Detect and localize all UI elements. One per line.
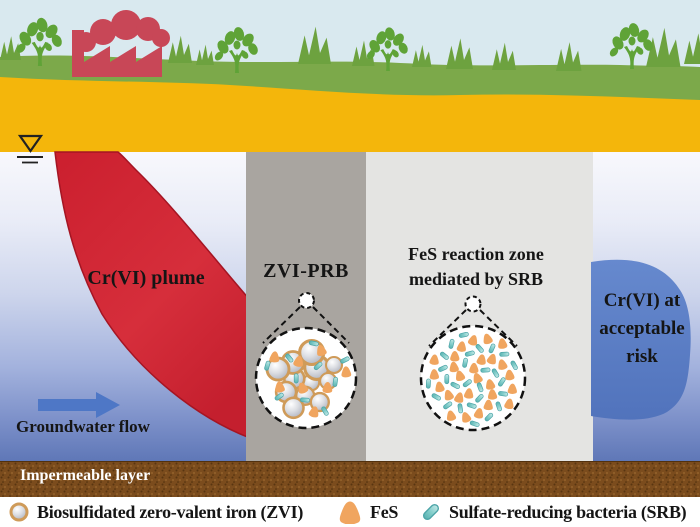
srb-bacteria-icon bbox=[421, 502, 441, 522]
srb-bacteria-icon bbox=[299, 397, 311, 403]
srb-bacteria-icon bbox=[497, 390, 509, 397]
legend-item-fes: FeS bbox=[337, 497, 398, 527]
impermeable-layer-label: Impermeable layer bbox=[20, 467, 151, 484]
groundwater-flow-arrow-icon bbox=[38, 392, 120, 418]
srb-bacteria-icon bbox=[480, 367, 491, 373]
zvi-particle-icon bbox=[9, 502, 29, 522]
fes-zone-label: FeS reaction zone mediated by SRB bbox=[371, 242, 581, 292]
plume-label: Cr(VI) plume bbox=[87, 267, 205, 289]
outlet-label-line3: risk bbox=[626, 346, 658, 367]
legend-label-srb: Sulfate-reducing bacteria (SRB) bbox=[449, 501, 687, 522]
legend-label-zvi: Biosulfidated zero-valent iron (ZVI) bbox=[37, 501, 304, 522]
fes-magnifier-callout bbox=[419, 295, 527, 432]
grass-band bbox=[0, 55, 700, 100]
srb-bacteria-icon bbox=[499, 351, 510, 357]
legend-item-zvi: Biosulfidated zero-valent iron (ZVI) bbox=[8, 497, 303, 527]
fes-zone-label-line1: FeS reaction zone bbox=[408, 244, 544, 264]
zvi-particle-icon bbox=[324, 355, 344, 375]
fes-zone-label-line2: mediated by SRB bbox=[408, 269, 543, 289]
legend: Biosulfidated zero-valent iron (ZVI) FeS… bbox=[0, 497, 700, 527]
outlet-label: Cr(VI) at acceptable risk bbox=[591, 287, 693, 371]
srb-bacteria-icon bbox=[293, 373, 299, 384]
zvi-magnifier-callout bbox=[254, 292, 358, 430]
outlet-label-line1: Cr(VI) at bbox=[603, 290, 681, 311]
water-table-icon bbox=[17, 134, 44, 164]
outlet-label-line2: acceptable bbox=[599, 318, 685, 339]
crvi-plume-shape bbox=[54, 151, 251, 440]
zvi-prb-label: ZVI-PRB bbox=[263, 260, 349, 282]
impermeable-layer bbox=[0, 462, 700, 497]
legend-item-srb: Sulfate-reducing bacteria (SRB) bbox=[420, 497, 687, 527]
legend-label-fes: FeS bbox=[370, 501, 399, 522]
fes-particle-icon bbox=[339, 501, 361, 524]
magnifier-callout-icon bbox=[298, 292, 315, 309]
treated-crvi-shape bbox=[591, 259, 691, 420]
srb-bacteria-icon bbox=[425, 378, 431, 389]
groundwater-flow-label: Groundwater flow bbox=[16, 417, 150, 436]
factory-icon bbox=[72, 10, 170, 77]
srb-bacteria-icon bbox=[332, 376, 339, 388]
srb-bacteria-icon bbox=[444, 374, 450, 385]
magnifier-callout-icon bbox=[464, 295, 482, 313]
